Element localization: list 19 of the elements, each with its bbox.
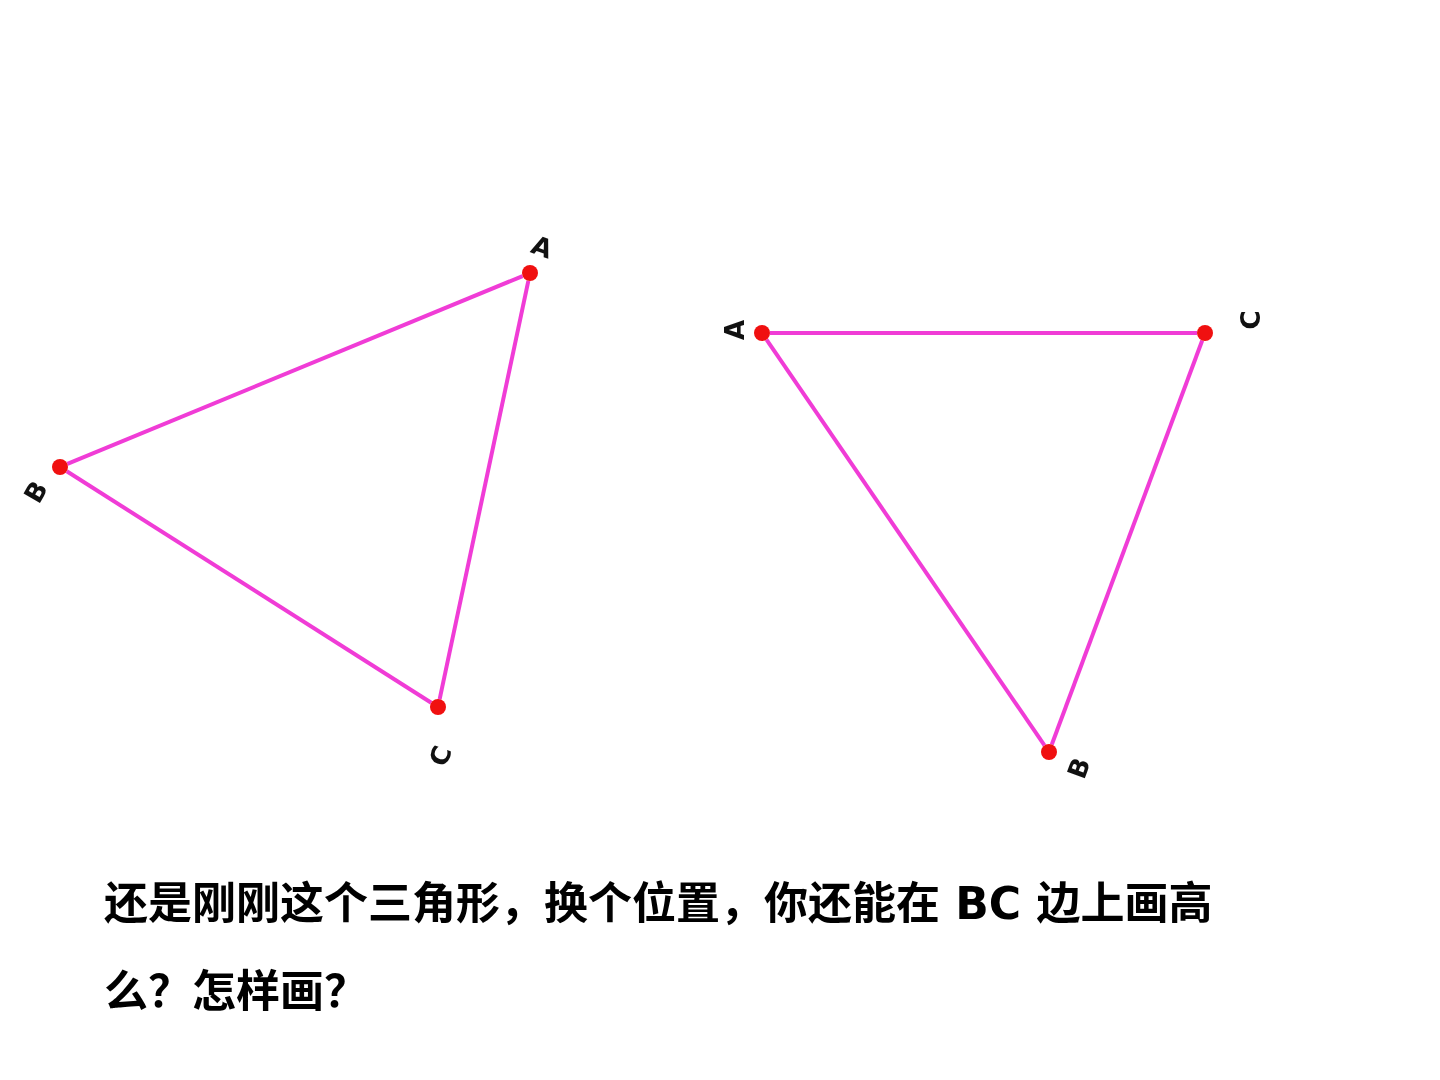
triangle-side <box>770 331 1197 335</box>
vertex-point <box>522 265 538 281</box>
triangle-side <box>66 274 524 466</box>
vertex-point <box>430 699 446 715</box>
vertex-label: A <box>722 319 749 341</box>
vertex-label: B <box>19 476 53 508</box>
vertex-point <box>52 459 68 475</box>
vertex-label: A <box>528 231 556 263</box>
triangle-side <box>1049 339 1205 746</box>
vertex-point <box>1197 325 1213 341</box>
triangle-side <box>764 338 1047 747</box>
triangle-side <box>65 469 433 705</box>
vertex-label: C <box>1237 310 1264 330</box>
vertex-point <box>1041 744 1057 760</box>
vertex-label: B <box>1063 754 1095 782</box>
vertex-point <box>754 325 770 341</box>
triangle-side <box>437 280 531 700</box>
question-text: 还是刚刚这个三角形，换个位置，你还能在 BC 边上画高么？怎样画？ <box>104 877 1214 1019</box>
vertex-label: C <box>425 742 457 770</box>
